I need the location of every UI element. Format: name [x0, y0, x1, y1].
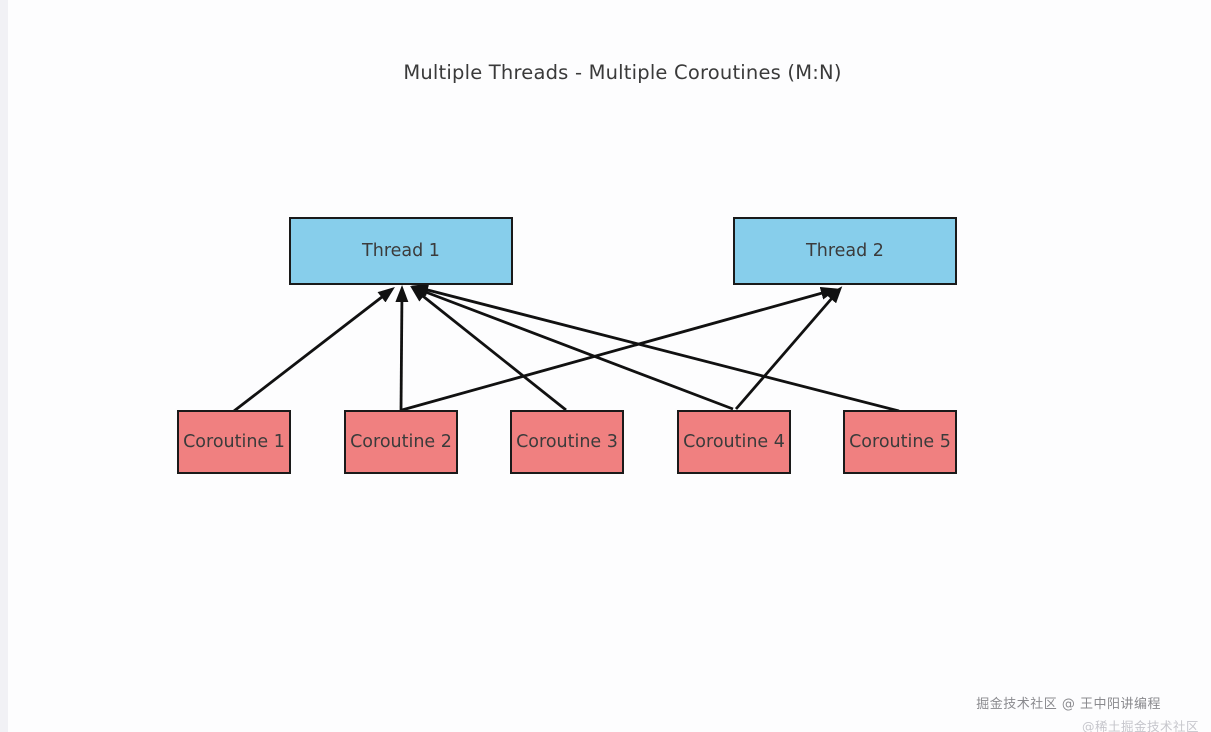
- thread-label: Thread 2: [805, 241, 884, 261]
- coroutine-label: Coroutine 2: [350, 432, 452, 452]
- watermark-xitu-juejin: @稀土掘金技术社区: [1081, 719, 1199, 732]
- nodes-layer: Thread 1 Thread 2 Coroutine 1 Coroutine 2 Co…: [177, 217, 957, 474]
- coroutine-box: [177, 410, 291, 474]
- coroutine-2-node: Coroutine 2: [344, 410, 458, 474]
- edges-layer: [233, 283, 900, 413]
- coroutine-box: [510, 410, 624, 474]
- thread-box: [289, 217, 513, 285]
- arrow-coroutine-2-to-thread-2: [401, 286, 838, 412]
- arrow-coroutine-3-to-thread-1: [410, 285, 567, 412]
- thread-1-node: Thread 1: [289, 217, 513, 285]
- left-gutter: [0, 0, 8, 732]
- thread-2-node: Thread 2: [733, 217, 957, 285]
- coroutine-4-node: Coroutine 4: [677, 410, 791, 474]
- arrow-coroutine-1-to-thread-1: [233, 286, 395, 413]
- arrow-coroutine-2-to-thread-1: [395, 285, 409, 412]
- coroutine-box: [843, 410, 957, 474]
- coroutine-box: [344, 410, 458, 474]
- arrow-coroutine-4-to-thread-1: [410, 286, 734, 411]
- coroutine-3-node: Coroutine 3: [510, 410, 624, 474]
- thread-box: [733, 217, 957, 285]
- coroutine-5-node: Coroutine 5: [843, 410, 957, 474]
- coroutine-box: [677, 410, 791, 474]
- coroutine-label: Coroutine 5: [849, 432, 951, 452]
- coroutine-label: Coroutine 3: [516, 432, 618, 452]
- coroutine-label: Coroutine 1: [183, 432, 285, 452]
- watermark-juejin-community: 掘金技术社区 @ 王中阳讲编程: [976, 697, 1161, 712]
- diagram-title: Multiple Threads - Multiple Coroutines (…: [403, 61, 842, 84]
- arrow-coroutine-5-to-thread-1: [411, 283, 900, 413]
- coroutine-label: Coroutine 4: [683, 432, 785, 452]
- coroutine-1-node: Coroutine 1: [177, 410, 291, 474]
- arrow-coroutine-4-to-thread-2: [734, 286, 843, 410]
- thread-label: Thread 1: [361, 241, 440, 261]
